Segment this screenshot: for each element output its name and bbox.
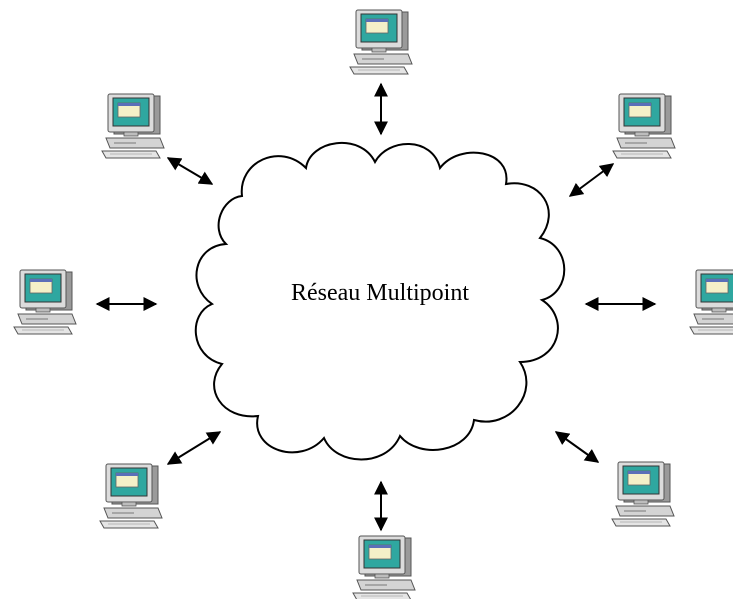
network-label: Réseau Multipoint [291, 280, 469, 306]
computer-icon-top-left [101, 93, 165, 159]
computer-icon-top-right [612, 93, 676, 159]
computer-icon-top [349, 9, 413, 75]
computer-icon-bottom-right [611, 461, 675, 527]
network-cloud [194, 141, 566, 461]
link-arrow-bottom-right [554, 431, 600, 463]
computer-icon-left [13, 269, 77, 335]
link-arrow-top-left [166, 157, 214, 185]
computer-icon-bottom-left [99, 463, 163, 529]
link-arrow-top-right [568, 163, 615, 197]
link-arrow-bottom-left [166, 431, 222, 465]
computer-icon-right [689, 269, 733, 335]
computer-icon-bottom [352, 535, 416, 599]
